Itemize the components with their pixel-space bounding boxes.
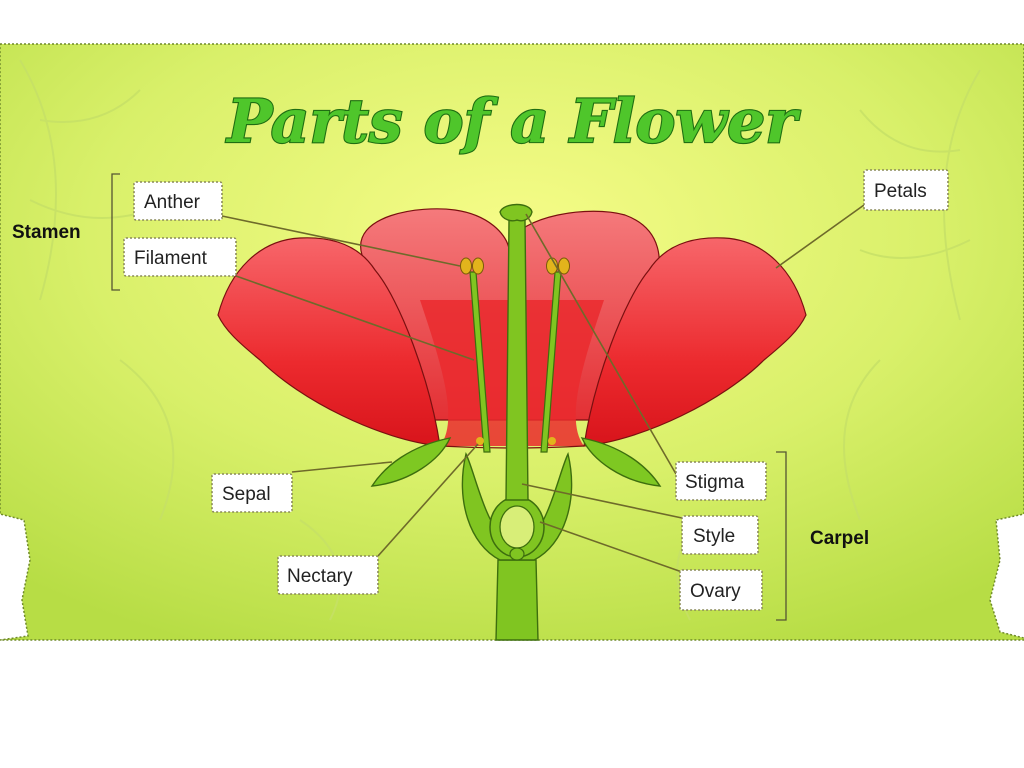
label-ovary: Ovary: [679, 569, 763, 611]
label-sepal-text: Sepal: [222, 484, 271, 505]
carpel-group-label: Carpel: [810, 528, 869, 549]
label-ovary-text: Ovary: [690, 581, 741, 602]
leader-lines: [221, 204, 865, 573]
stamen-group-label: Stamen: [12, 222, 81, 243]
leader-sepal: [291, 461, 393, 473]
label-style-text: Style: [693, 526, 735, 547]
leader-stigma: [525, 213, 677, 475]
label-anther-text: Anther: [144, 192, 201, 213]
leader-anther: [221, 215, 461, 267]
label-style: Style: [681, 515, 759, 555]
diagram-title: Parts of a Flower: [225, 87, 801, 157]
stamens-shape: [460, 257, 570, 453]
leader-ovary: [539, 521, 683, 573]
leader-petals: [775, 204, 865, 269]
label-petals-text: Petals: [874, 181, 927, 202]
leader-style: [521, 483, 683, 519]
leader-nectary: [377, 443, 479, 557]
label-sepal: Sepal: [211, 473, 293, 513]
label-petals: Petals: [863, 169, 949, 211]
label-filament-text: Filament: [134, 248, 208, 269]
stamen-bracket: [111, 173, 120, 291]
carpel-bracket: [776, 451, 787, 621]
label-stigma-text: Stigma: [685, 472, 745, 493]
label-stigma: Stigma: [675, 461, 767, 501]
sepals-shape: [370, 437, 662, 487]
label-nectary-text: Nectary: [287, 566, 353, 587]
label-anther: Anther: [133, 181, 223, 221]
leader-filament: [235, 275, 475, 361]
carpel-shape: [489, 203, 545, 561]
label-nectary: Nectary: [277, 555, 379, 595]
label-filament: Filament: [123, 237, 237, 277]
